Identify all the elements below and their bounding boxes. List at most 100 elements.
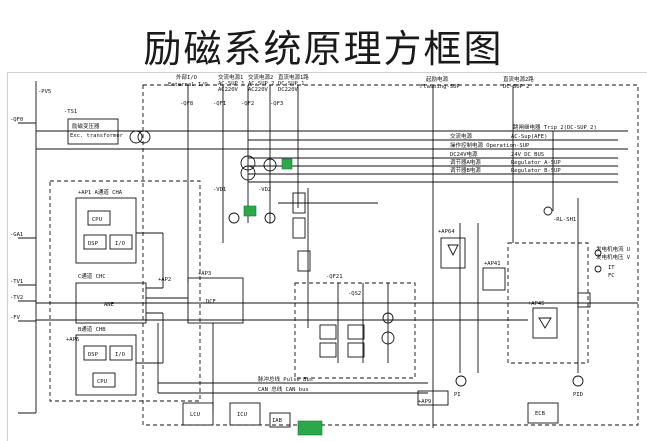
- lbl-io-a: I/O: [115, 241, 125, 247]
- tag-vd1: -VD1: [213, 187, 226, 193]
- hdr-dc1-v: DC220V: [278, 87, 299, 93]
- lbl-io-b: I/O: [115, 352, 125, 358]
- hdr-ext-io: 外部I/O: [176, 73, 197, 81]
- hdr-dc2-sub: DC-SUP 2: [503, 84, 530, 90]
- lcu-block: [182, 402, 214, 426]
- bus-reg-b-en: Regulator B-SUP: [511, 168, 561, 174]
- tag-ap41: +AP41: [484, 261, 501, 267]
- lbl-cpu-b: CPU: [97, 379, 107, 385]
- bus-trip: 跳闸继电器 Trip 2(DC-SUP 2): [513, 123, 597, 131]
- tag-qf2: -QF2: [241, 101, 254, 107]
- tag-sh1: -SH1: [563, 217, 576, 223]
- lbl-ecb: ECB: [535, 411, 546, 417]
- tag-qf8: -QF8: [180, 101, 193, 107]
- main-cabinet-outline: [142, 84, 639, 426]
- right-label-4: FC: [608, 273, 615, 279]
- tag-pid: PID: [573, 392, 583, 398]
- tag-pi: PI: [454, 392, 461, 398]
- ap45-box: [532, 307, 558, 339]
- lamp-icon: [543, 206, 553, 216]
- tag-ap64: +AP64: [438, 229, 455, 235]
- tag-tv1: -TV1: [10, 279, 23, 285]
- bus-op: 操作控制电源 Operation-SUP: [450, 141, 530, 149]
- meter-icon: [381, 331, 395, 345]
- lbl-ch-c: C通道 CHC: [78, 272, 106, 280]
- hdr-ac1-sub: AC-SUP 1: [218, 81, 245, 87]
- lbl-exc-transformer-en: Exc. transformer: [70, 133, 124, 139]
- dsp-a-box: [83, 234, 107, 250]
- cpu-b-box: [92, 372, 116, 388]
- ecb-top-block: [417, 390, 449, 406]
- tag-pv5: -PV5: [38, 89, 51, 95]
- icu-block: [229, 402, 261, 426]
- excitation-schematic: 外部I/O External I/O 交流电源1 AC-SUP 1 AC220V…: [10, 73, 639, 436]
- bus-reg-a-en: Regulator A-SUP: [511, 160, 561, 166]
- schematic-sheet: 外部I/O External I/O 交流电源1 AC-SUP 1 AC220V…: [7, 72, 647, 441]
- bus-dc24: DC24V电源: [450, 150, 478, 158]
- meter-icon-3: [572, 375, 584, 387]
- lbl-icu: ICU: [237, 412, 247, 418]
- meter-icon-2: [455, 375, 467, 387]
- bus-reg-b: 调节器B电源: [450, 166, 481, 174]
- tag-qf1: -QF1: [213, 101, 226, 107]
- tag-rl: -RL: [553, 217, 564, 223]
- tag-vd2: -VD2: [258, 187, 271, 193]
- ane-block: [75, 282, 147, 324]
- lbl-dce: DCE: [206, 299, 216, 305]
- transformer-coil-1: [129, 130, 143, 144]
- iab-block: [269, 412, 291, 428]
- hdr-dc1: 直流电源1路: [278, 73, 309, 81]
- hdr-ext-io-en: External I/O: [168, 82, 208, 88]
- tag-qf0: -QF0: [10, 117, 23, 123]
- io-a-box: [109, 234, 133, 250]
- green-relay-bottom: [297, 420, 323, 436]
- lbl-ch-a: +AP1 A通道 CHA: [78, 188, 123, 196]
- hdr-flash: 起励电源: [426, 75, 449, 83]
- hdr-ac2: 交流电源2: [248, 73, 273, 81]
- tag-ap9: +AP9: [418, 399, 431, 405]
- lbl-cpu-a: CPU: [92, 217, 102, 223]
- lbl-ane: ANE: [104, 302, 114, 308]
- io-b-box: [109, 345, 133, 361]
- tag-ga1: -GA1: [10, 232, 23, 238]
- exc-transformer-box: [67, 118, 119, 145]
- bus-dc24-en: 24V DC BUS: [511, 152, 544, 158]
- right-label-2: 发电机电压 V: [596, 253, 631, 261]
- tag-ap2: +AP2: [158, 277, 171, 283]
- hdr-ac2-v: AC220V: [248, 87, 269, 93]
- dce-block: [187, 277, 244, 324]
- dsp-b-box: [83, 345, 107, 361]
- transformer-coil-2: [137, 130, 151, 144]
- green-contactor-mid: [243, 205, 257, 217]
- lbl-iab: IAB: [272, 418, 283, 424]
- ap41-box: [482, 267, 506, 291]
- tag-ap45: +AP45: [528, 301, 545, 307]
- lbl-can-bus: CAN 总线 CAN bus: [258, 385, 309, 393]
- bus-ac-en: AC-Sup(AFE): [511, 134, 547, 140]
- tag-ap3: +AP3: [198, 271, 211, 277]
- tag-fv: -FV: [10, 315, 21, 321]
- bus-ac: 交流电源: [450, 132, 473, 140]
- tag-tv2: -TV2: [10, 295, 23, 301]
- tag-ap6: +AP6: [66, 337, 79, 343]
- regulator-cabinet-outline: [49, 180, 201, 402]
- hdr-dc2: 直流电源2路: [503, 75, 534, 83]
- hdr-ac2-sub: AC-SUP 2: [248, 81, 275, 87]
- cpu-a-box: [87, 210, 111, 226]
- hdr-ac1: 交流电源1: [218, 73, 243, 81]
- right-label-1: 发电机电流 U: [596, 245, 630, 253]
- lbl-dsp-a: DSP: [88, 241, 99, 247]
- channel-a-block: [75, 197, 137, 264]
- ap64-box: [440, 237, 466, 269]
- lbl-exc-transformer: 励磁变压器: [72, 122, 100, 130]
- lbl-pulse-bus: 脉冲总线 Pulse Bus: [258, 375, 313, 383]
- diagram-title: 励磁系统原理方框图: [143, 27, 504, 71]
- power-unit-outline: [294, 282, 416, 379]
- hdr-ac1-v: AC220V: [218, 87, 239, 93]
- lbl-ch-b: B通道 CHB: [78, 325, 106, 333]
- tag-ts1: -TS1: [64, 109, 77, 115]
- lbl-lcu: LCU: [190, 412, 200, 418]
- tag-qf21: -QF21: [326, 274, 343, 280]
- tag-qf3: -QF3: [270, 101, 283, 107]
- hdr-flash-en: Flashing-SUP: [420, 84, 460, 90]
